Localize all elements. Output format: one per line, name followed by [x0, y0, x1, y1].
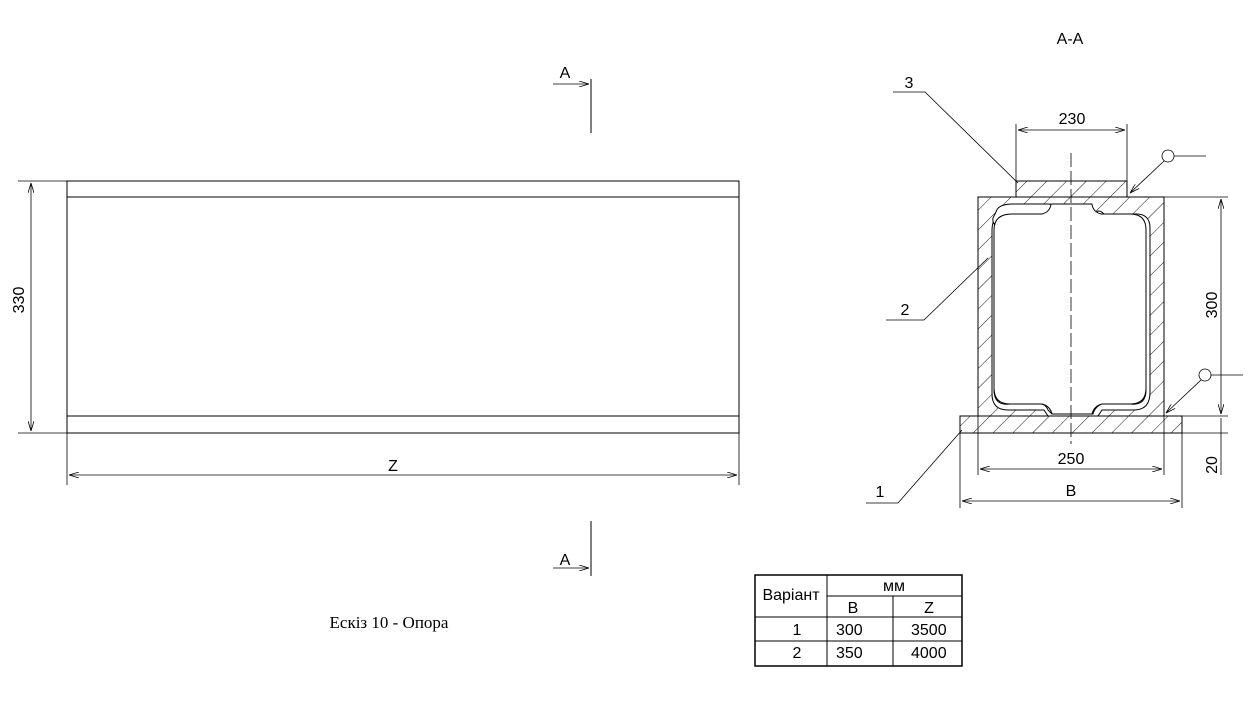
- channel-inner: [993, 203, 1147, 415]
- leader-2-label: 2: [901, 302, 910, 319]
- dim-300-label: 300: [1204, 292, 1221, 319]
- table-cell-variant: 2: [793, 645, 802, 662]
- leader-2-line: [886, 257, 989, 321]
- weld-symbol-bottom: [1166, 368, 1243, 413]
- section-title: А-А: [1057, 31, 1084, 48]
- table-header-z: Z: [924, 600, 934, 617]
- length-dim-label: Z: [388, 458, 398, 475]
- weld-symbol-top: [1130, 149, 1206, 193]
- table-cell-b: 300: [836, 622, 863, 639]
- variants-table: Варіант мм B Z 1 300 3500 2 350 4000: [754, 574, 963, 667]
- dim-20-label: 20: [1204, 456, 1221, 474]
- leader-1-label: 1: [876, 484, 885, 501]
- front-view-outline: [66, 180, 740, 434]
- drawing-caption: Ескіз 10 - Опора: [330, 613, 449, 632]
- leader-3-label: 3: [905, 75, 914, 92]
- leader-3-line: [893, 91, 1019, 184]
- section-view: А-А 230 300 20 250 B: [866, 31, 1243, 508]
- dim-230-label: 230: [1059, 111, 1086, 128]
- leader-1-line: [866, 429, 963, 504]
- table-cell-z: 3500: [911, 622, 947, 639]
- table-row: 1 300 3500: [793, 622, 947, 639]
- table-row: 2 350 4000: [793, 645, 947, 662]
- section-mark-top-label: A: [560, 65, 571, 82]
- section-mark-bottom-label: A: [560, 552, 571, 569]
- table-cell-z: 4000: [911, 645, 947, 662]
- table-header-variant: Варіант: [762, 587, 820, 604]
- table-header-b: B: [848, 600, 859, 617]
- height-dim-label: 330: [11, 287, 28, 314]
- table-cell-b: 350: [836, 645, 863, 662]
- dim-250-label: 250: [1058, 451, 1085, 468]
- top-plate: [1015, 180, 1128, 198]
- dim-b-label: B: [1066, 483, 1077, 500]
- table-cell-variant: 1: [793, 622, 802, 639]
- table-border: [754, 574, 963, 667]
- front-view: 330 Z A A: [11, 65, 740, 576]
- table-header-unit: мм: [883, 578, 905, 595]
